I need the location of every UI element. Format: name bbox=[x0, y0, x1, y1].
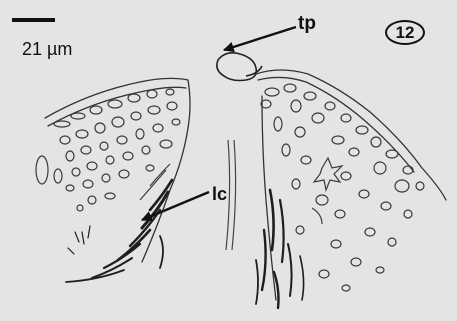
tp-structure bbox=[217, 53, 262, 81]
central-strands bbox=[226, 140, 236, 250]
right-lobe-elongated-structures bbox=[256, 190, 304, 308]
right-lobe-outline bbox=[256, 70, 446, 300]
tp-arrow bbox=[224, 27, 296, 50]
panel-number-badge: 12 bbox=[385, 20, 425, 45]
left-lobe-outline bbox=[45, 78, 190, 262]
label-lc: lc bbox=[212, 185, 227, 203]
label-tp: tp bbox=[298, 14, 316, 33]
right-lobe-cells bbox=[261, 84, 424, 291]
left-lobe-elongated-structures bbox=[66, 180, 172, 282]
left-lobe-cells bbox=[36, 89, 180, 211]
scale-bar-label: 21 µm bbox=[22, 40, 72, 58]
